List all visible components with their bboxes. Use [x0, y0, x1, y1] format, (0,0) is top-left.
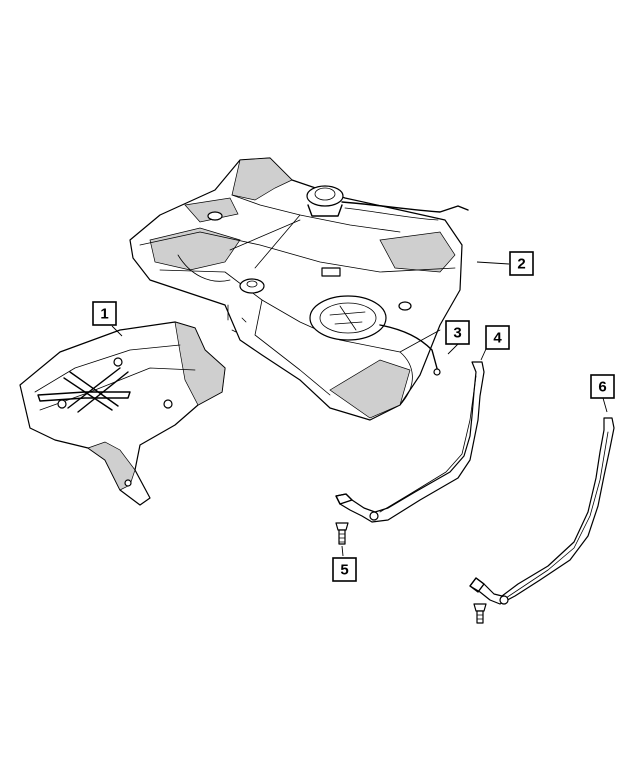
leader-line-3	[447, 343, 459, 355]
callout-6: 6	[590, 374, 615, 399]
leader-line-6	[602, 397, 608, 413]
callout-2-label: 2	[517, 256, 525, 273]
leader-line-4	[480, 348, 487, 361]
callout-4: 4	[485, 325, 510, 350]
leader-line-5	[341, 545, 344, 557]
callout-1-label: 1	[100, 306, 108, 323]
leader-line-2	[476, 261, 510, 265]
callout-4-label: 4	[493, 330, 502, 347]
fuel-tank	[129, 157, 469, 421]
callout-2: 2	[509, 251, 534, 276]
callout-3: 3	[445, 320, 470, 345]
mounting-bolt-left	[335, 522, 349, 545]
callout-3-label: 3	[453, 325, 461, 342]
leader-line-1	[111, 325, 123, 337]
fuel-tank-strap-right	[469, 417, 615, 605]
callout-1: 1	[92, 301, 117, 326]
leader-lines	[111, 261, 608, 557]
callout-5: 5	[332, 557, 357, 582]
callout-6-label: 6	[598, 379, 606, 396]
heat-shield	[19, 321, 226, 506]
mounting-bolt-right	[473, 603, 487, 624]
callout-5-label: 5	[340, 562, 348, 579]
fuel-tank-strap-left	[335, 361, 485, 523]
